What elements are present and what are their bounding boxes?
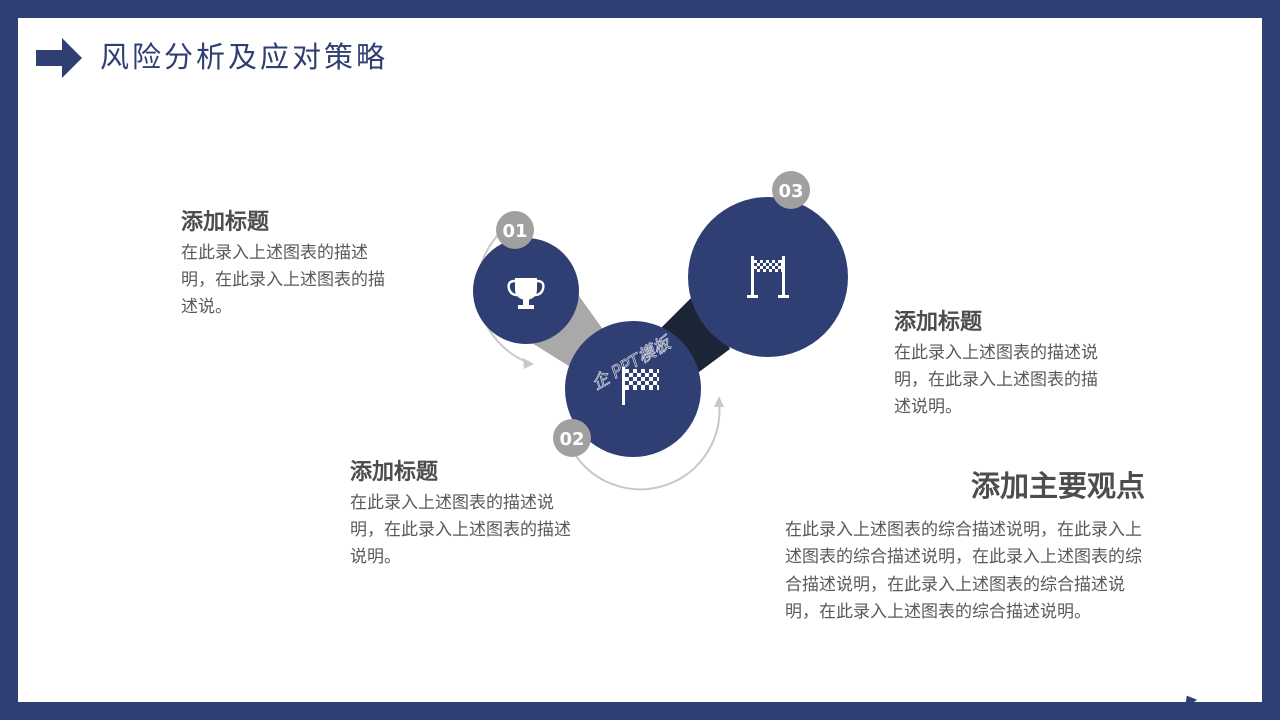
- arc-arrow-2-head: [714, 396, 724, 407]
- step-badge-3: [772, 171, 810, 209]
- summary-block: 添加主要观点 在此录入上述图表的综合描述说明，在此录入上述图表的综合描述说明，在…: [785, 468, 1145, 627]
- step-description-2: 在此录入上述图表的描述说明，在此录入上述图表的描述说明。: [350, 493, 571, 567]
- checkered-flag-icon: [622, 367, 659, 405]
- step-block-3: 添加标题 在此录入上述图表的描述说明，在此录入上述图表的描述说明。: [894, 308, 1109, 421]
- step-title-2: 添加标题: [350, 460, 439, 485]
- step-badge-1: [496, 211, 534, 249]
- arc-arrow-2: [575, 401, 721, 491]
- step-number-2: 02: [559, 429, 584, 450]
- arrow-right-icon: [36, 38, 82, 78]
- step-description-3: 在此录入上述图表的描述说明，在此录入上述图表的描述说明。: [894, 343, 1098, 417]
- step-block-1: 添加标题 在此录入上述图表的描述明，在此录入上述图表的描述说。: [181, 208, 396, 321]
- step-number-1: 01: [502, 221, 527, 242]
- step-number-3: 03: [778, 181, 803, 202]
- page-title: 风险分析及应对策略: [100, 40, 389, 74]
- connector-2-3: [658, 288, 730, 372]
- summary-title: 添加主要观点: [970, 469, 1145, 503]
- finish-line-icon: [747, 256, 789, 298]
- step-badge-2: [553, 419, 591, 457]
- step-title-1: 添加标题: [181, 210, 270, 235]
- step-circle-3: [688, 197, 848, 357]
- trophy-icon: [507, 278, 545, 309]
- process-diagram: 01 02 03 企 PPT模板: [473, 171, 848, 491]
- step-title-3: 添加标题: [894, 310, 983, 335]
- step-description-1: 在此录入上述图表的描述明，在此录入上述图表的描述说。: [181, 243, 385, 317]
- summary-description: 在此录入上述图表的综合描述说明，在此录入上述图表的综合描述说明，在此录入上述图表…: [785, 520, 1142, 623]
- step-block-2: 添加标题 在此录入上述图表的描述说明，在此录入上述图表的描述说明。: [350, 458, 580, 571]
- arc-arrow-1-head: [523, 358, 534, 369]
- slide: 风险分析及应对策略: [18, 18, 1262, 702]
